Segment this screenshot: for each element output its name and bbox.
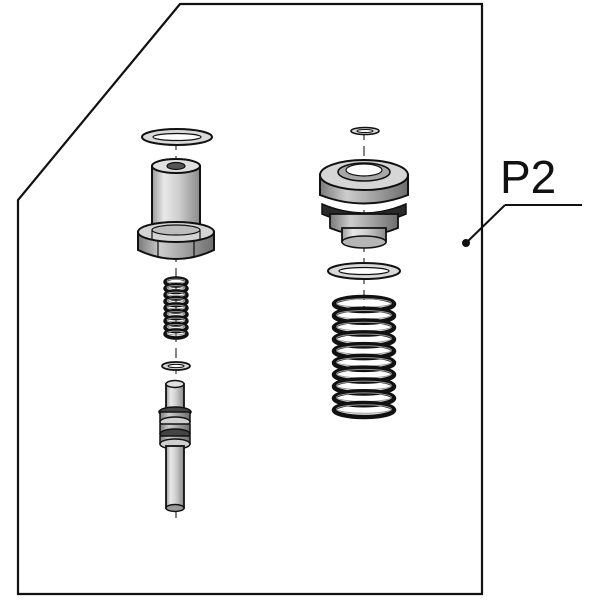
callout-label: P2 bbox=[500, 151, 556, 203]
callout: P2 bbox=[462, 151, 582, 247]
top-oring-right bbox=[350, 126, 380, 136]
oring-right bbox=[327, 262, 401, 280]
sheet-frame bbox=[16, 2, 484, 596]
valve-stem bbox=[158, 379, 192, 513]
valve-seat-right bbox=[319, 159, 409, 249]
valve-seat-left bbox=[137, 158, 215, 260]
callout-leader-line bbox=[465, 204, 506, 244]
top-oring-left bbox=[141, 128, 213, 146]
spring-coil bbox=[163, 328, 189, 340]
small-spring bbox=[163, 276, 189, 340]
spring-coil-highlight bbox=[166, 330, 186, 336]
small-oring bbox=[161, 361, 191, 371]
spring-coil-highlight bbox=[336, 404, 392, 414]
large-spring bbox=[331, 294, 397, 420]
spring-coil bbox=[331, 400, 397, 420]
